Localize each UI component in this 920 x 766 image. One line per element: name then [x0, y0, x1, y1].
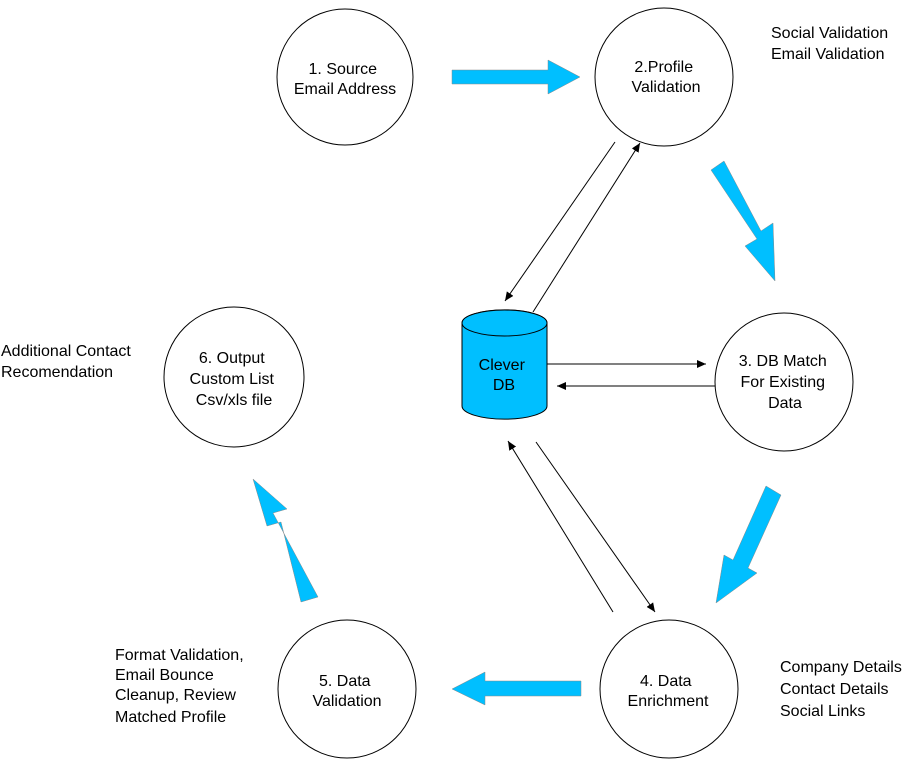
node-output-label: 6. Output Custom List Csv/xls file	[190, 350, 279, 409]
arrow-profile-to-db	[504, 141, 616, 302]
db-label: Clever DB	[479, 357, 530, 394]
note-enrichment: Company Details Contact Details Social L…	[780, 659, 906, 720]
node-dbmatch-circle	[714, 312, 854, 452]
node-dbmatch-label: 3. DB Match For Existing Data	[739, 353, 831, 412]
node-profile-circle	[594, 7, 734, 147]
flow-arrow-enrichment-to-validation	[451, 671, 582, 706]
node-enrichment-label: 4. Data Enrichment	[628, 673, 709, 710]
db-arrows	[504, 141, 716, 613]
db-top	[461, 309, 548, 337]
node-enrichment-circle	[599, 619, 739, 759]
note-output: Additional Contact Recomendation	[1, 343, 135, 381]
arrow-db-to-enrichment	[535, 441, 656, 613]
flow-arrow-dbmatch-to-enrichment	[715, 485, 782, 604]
arrow-enrichment-to-db	[507, 440, 614, 613]
node-profile-label: 2.Profile Validation	[631, 59, 700, 96]
node-validation-circle	[277, 619, 417, 759]
node-source-circle	[276, 8, 414, 146]
flow-arrow-source-to-profile	[451, 59, 581, 95]
node-output-circle	[163, 306, 305, 448]
flow-arrow-profile-to-dbmatch	[710, 160, 776, 282]
clever-db	[461, 309, 548, 420]
note-profile: Social Validation Email Validation	[771, 25, 893, 63]
arrow-db-to-profile	[532, 142, 641, 313]
node-validation-label: 5. Data Validation	[312, 673, 381, 710]
process-nodes	[163, 7, 854, 759]
note-validation: Format Validation, Email Bounce Cleanup,…	[115, 647, 248, 726]
flow-arrows	[252, 59, 782, 706]
flow-arrow-validation-to-output	[252, 478, 319, 603]
node-source-label: 1. Source Email Address	[294, 61, 396, 98]
